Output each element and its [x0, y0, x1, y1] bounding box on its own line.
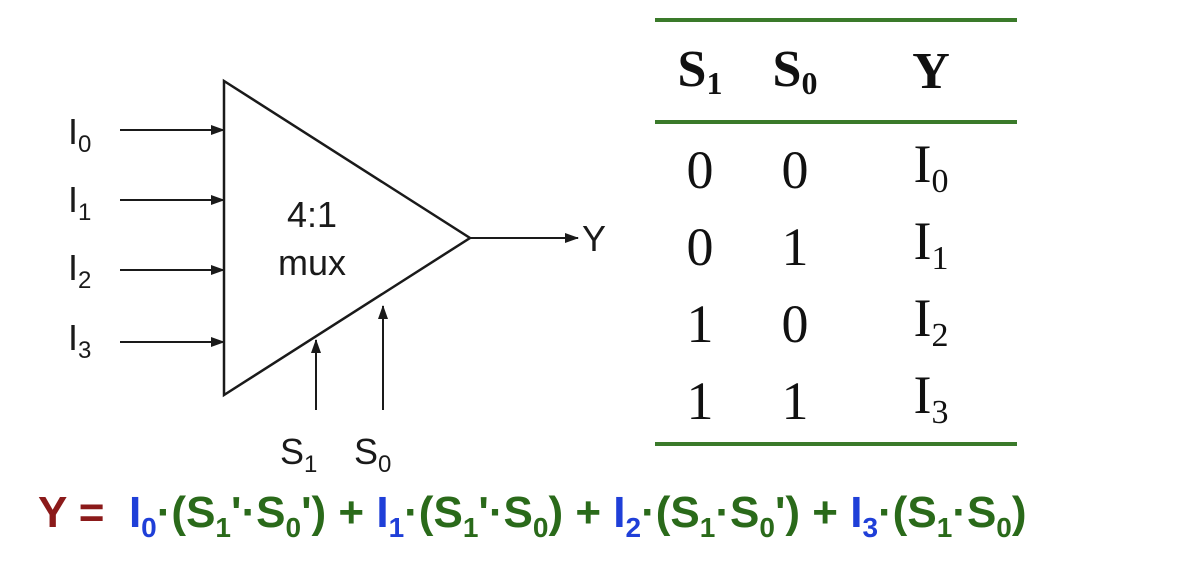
- mux-diagram: 4:1 mux I0 I1 I2 I3 Y S1 S0: [68, 78, 606, 478]
- equation-input: I: [376, 488, 389, 537]
- equation-select: S: [966, 488, 997, 537]
- mux-body: [222, 78, 473, 398]
- equation-select-sub: 1: [699, 512, 716, 543]
- equation-input-sub: 1: [388, 512, 405, 543]
- equation-select: S: [433, 488, 463, 537]
- equation-operator: '): [774, 488, 801, 537]
- equation-operator: ·(: [404, 488, 434, 537]
- table-row: 0 0 I0: [655, 124, 1017, 201]
- cell-y: I0: [913, 134, 949, 200]
- equation-operator: ·: [715, 488, 730, 537]
- input-label-3: I3: [68, 317, 91, 364]
- equation-select-sub: 0: [532, 512, 549, 543]
- equation-operator: '): [301, 488, 327, 537]
- cell-s0: 1: [781, 217, 809, 277]
- equation-operator: ·: [952, 488, 967, 537]
- table-row: 1 0 I2: [655, 278, 1017, 355]
- table-row: 0 1 I1: [655, 201, 1017, 278]
- equation-gap: [104, 488, 128, 537]
- cell-s1: 1: [686, 371, 714, 431]
- output-equation: Y = I0·(S1'·S0') + I1·(S1'·S0) + I2·(S1·…: [38, 488, 1188, 558]
- select-label-s0: S0: [354, 431, 391, 478]
- cell-s0: 0: [781, 294, 809, 354]
- equation-input-sub: 0: [141, 512, 157, 543]
- table-top-rule: [655, 18, 1017, 22]
- select-label-s1: S1: [280, 431, 317, 478]
- truth-table: S1 S0 Y 0 0 I0 0 1 I1 1 0 I2 1 1 I3: [655, 18, 1017, 446]
- equation-select-sub: 1: [215, 512, 231, 543]
- equation-input-sub: 3: [862, 512, 879, 543]
- equation-select-sub: 0: [285, 512, 302, 543]
- output-label: Y: [582, 218, 606, 259]
- equation-select: S: [730, 488, 760, 537]
- input-label-2: I2: [68, 247, 91, 294]
- cell-y: I2: [913, 288, 949, 354]
- table-row: 1 1 I3: [655, 355, 1017, 432]
- header-s1: S1: [677, 41, 723, 101]
- equation-plus: +: [326, 488, 377, 537]
- equation-plus: +: [800, 488, 851, 537]
- equation-operator: ·(: [641, 488, 671, 537]
- equation-lhs: Y =: [38, 488, 105, 537]
- cell-s0: 1: [781, 371, 809, 431]
- equation-operator: ·(: [156, 488, 187, 537]
- header-y: Y: [912, 42, 950, 100]
- equation-operator: ): [548, 488, 564, 537]
- input-label-0: I0: [68, 111, 91, 158]
- equation-plus: +: [563, 488, 614, 537]
- equation-operator: '·: [478, 488, 504, 537]
- equation-select-sub: 1: [462, 512, 479, 543]
- equation-select-sub: 0: [759, 512, 775, 543]
- table-bottom-rule: [655, 442, 1017, 446]
- equation-operator: ): [1011, 488, 1027, 537]
- input-label-1: I1: [68, 179, 91, 226]
- equation-select: S: [256, 488, 286, 537]
- cell-y: I3: [913, 365, 949, 431]
- cell-s0: 0: [781, 140, 809, 200]
- cell-s1: 1: [686, 294, 714, 354]
- equation-select-sub: 1: [936, 512, 953, 543]
- equation-select: S: [907, 488, 937, 537]
- equation-select: S: [503, 488, 533, 537]
- equation-operator: ·(: [878, 488, 908, 537]
- equation-input: I: [613, 488, 626, 537]
- mux-label-line2: mux: [278, 242, 346, 283]
- equation-input: I: [128, 488, 142, 537]
- table-header-rule: [655, 120, 1017, 124]
- cell-s1: 0: [686, 217, 714, 277]
- equation-input-sub: 2: [625, 512, 642, 543]
- cell-s1: 0: [686, 140, 714, 200]
- cell-y: I1: [913, 211, 949, 277]
- equation-input: I: [850, 488, 863, 537]
- mux-label-line1: 4:1: [287, 194, 337, 235]
- equation-select: S: [186, 488, 216, 537]
- equation-select: S: [670, 488, 700, 537]
- equation-operator: '·: [231, 488, 257, 537]
- equation-select-sub: 0: [996, 512, 1012, 543]
- header-s0: S0: [772, 41, 818, 101]
- table-header-row: S1 S0 Y: [655, 22, 1017, 120]
